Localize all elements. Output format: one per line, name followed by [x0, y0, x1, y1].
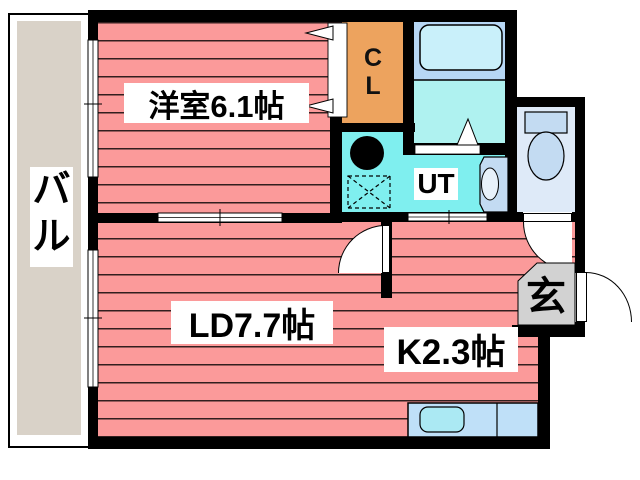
sliding-door-icon [407, 210, 488, 224]
balcony-label: バ ル [30, 167, 73, 267]
wall-left-lower [88, 387, 98, 449]
window-icon [84, 39, 102, 178]
closet-area [342, 22, 405, 123]
entrance-label: 玄 [526, 275, 566, 319]
utility-label: UT [414, 168, 458, 200]
toilet-icon [524, 111, 568, 181]
wall-spine [330, 117, 342, 222]
wall-bottom [88, 437, 550, 449]
bath-door-icon [414, 117, 481, 155]
living-dining-label: LD7.7帖 [171, 301, 333, 345]
wall-closet-bottom [342, 123, 415, 132]
western-room-label: 洋室6.1帖 [124, 83, 309, 124]
kitchen-sink-icon [419, 406, 465, 433]
closet-char-1: C [363, 44, 383, 72]
wall-closet-bath [403, 10, 414, 155]
entrance-door-leaf-icon [576, 272, 587, 322]
balcony-char-1: バ [32, 169, 71, 211]
entrance-pad [517, 262, 576, 326]
washbasin-icon [479, 156, 509, 213]
bathtub-icon [419, 24, 503, 71]
wall-toilet-door-stub [572, 212, 585, 222]
closet-char-2: L [365, 72, 381, 100]
balcony-char-2: ル [32, 216, 71, 258]
wall-bath-right [505, 10, 517, 107]
washing-machine-icon [347, 175, 391, 209]
sliding-door-icon [157, 209, 283, 226]
closet-label: C L [356, 44, 390, 104]
wall-left-upper [88, 22, 98, 40]
ld-door-leaf-icon [382, 225, 390, 273]
wall-entrance-side [575, 322, 585, 337]
closet-door-icon [304, 22, 348, 118]
water-heater-icon [350, 136, 384, 170]
wall-kitchen-right [538, 325, 550, 449]
toilet-door-leaf-icon [523, 213, 572, 222]
kitchen-label: K2.3帖 [384, 327, 518, 372]
window-icon [84, 249, 102, 388]
kitchen-counter-icon [407, 402, 539, 438]
wall-toilet-right [575, 97, 585, 273]
wall-toilet-top [505, 97, 585, 107]
